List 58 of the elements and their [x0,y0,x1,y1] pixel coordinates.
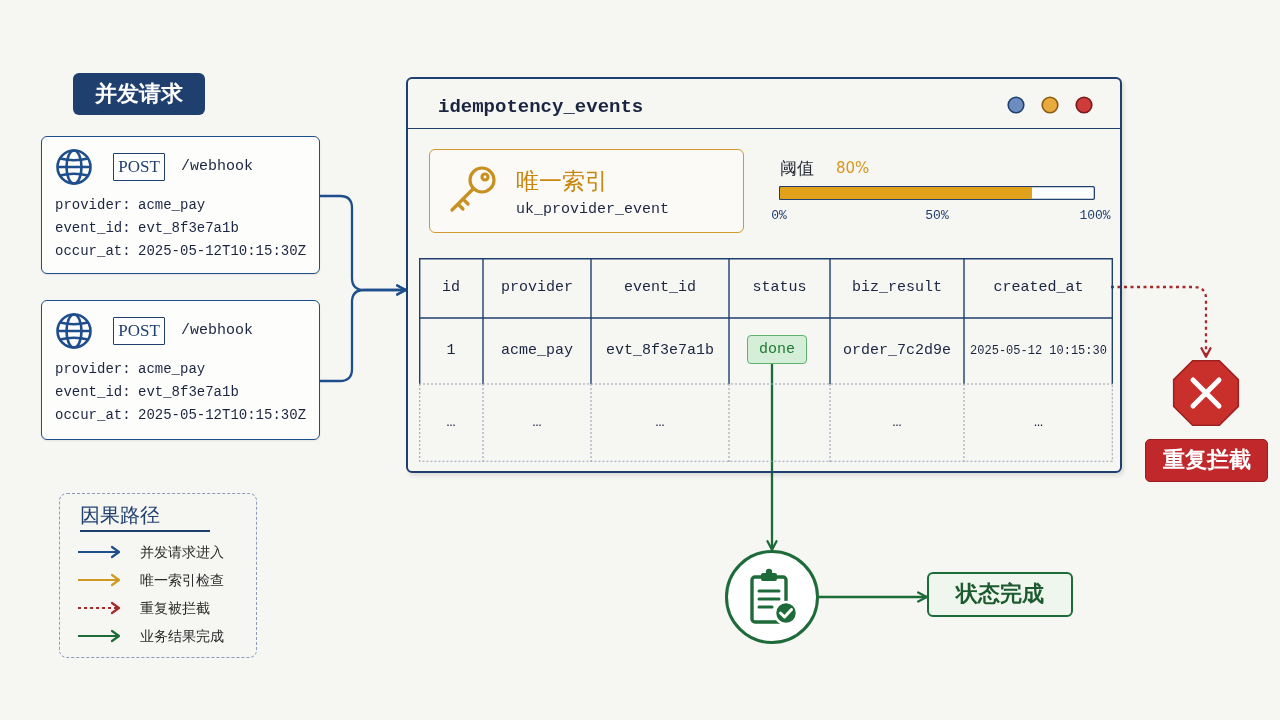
window-title: idempotency_events [438,95,644,119]
column-header: event_id [624,279,696,297]
method-tag: POST [113,317,165,345]
field-value: evt_8f3e7a1b [138,219,239,237]
index-title: 唯一索引 [516,168,608,196]
tick-label: 100% [1079,208,1111,224]
cell-text: order_7c2d9e [843,342,951,360]
method-tag: POST [113,153,165,181]
column-header: provider [501,279,573,297]
cell-text: 1 [446,342,456,360]
status-badge: done [747,335,807,364]
tick-label: 50% [925,208,949,224]
index-name: uk_provider_event [516,201,670,219]
legend-text: 业务结果完成 [140,627,224,645]
column-header: biz_result [852,279,942,297]
column-header: created_at [993,279,1084,297]
arrow [766,362,778,551]
legend-text: 唯一索引检查 [140,571,224,589]
field-value: 2025-05-12T10:15:30Z [138,406,307,424]
chart-title: 阈值 [780,157,814,179]
column-header: id [442,279,460,297]
field-value: 2025-05-12T10:15:30Z [138,242,307,260]
field-name: event_id: [55,383,131,401]
field-name: provider: [55,360,131,378]
request-card [41,136,320,274]
legend-text: 重复被拦截 [140,599,210,617]
legend-title: 因果路径 [80,503,160,527]
legend-text: 并发请求进入 [140,543,224,561]
field-name: event_id: [55,219,131,237]
endpoint-path: /webhook [181,322,253,340]
column-header: status [752,279,807,297]
field-name: provider: [55,196,131,214]
field-name: occur_at: [55,242,131,260]
cell-text: … [532,414,542,432]
result-box: 状态完成 [927,572,1073,617]
cell-text: … [892,414,902,432]
cell-text: … [446,414,456,432]
cell-text: … [1034,414,1043,432]
field-name: occur_at: [55,406,131,424]
alert-banner: 重复拦截 [1145,439,1268,482]
arrow [819,591,928,603]
table-window [406,77,1122,473]
cell-text: acme_pay [501,342,573,360]
value-label: 80% [836,159,870,177]
cell-text: 2025-05-12 10:15:30 [970,343,1107,359]
cell-text: … [655,414,665,432]
arrow [320,284,407,383]
stop-sign [1170,357,1242,429]
heading-badge: 并发请求 [73,73,205,115]
field-value: acme_pay [138,196,206,214]
endpoint-path: /webhook [181,158,253,176]
tick-label: 0% [771,208,787,224]
cell-text: evt_8f3e7a1b [606,342,714,360]
field-value: acme_pay [138,360,206,378]
request-card [41,300,320,440]
dotted-arrow [1111,285,1212,358]
field-value: evt_8f3e7a1b [138,383,239,401]
index-card [429,149,744,233]
